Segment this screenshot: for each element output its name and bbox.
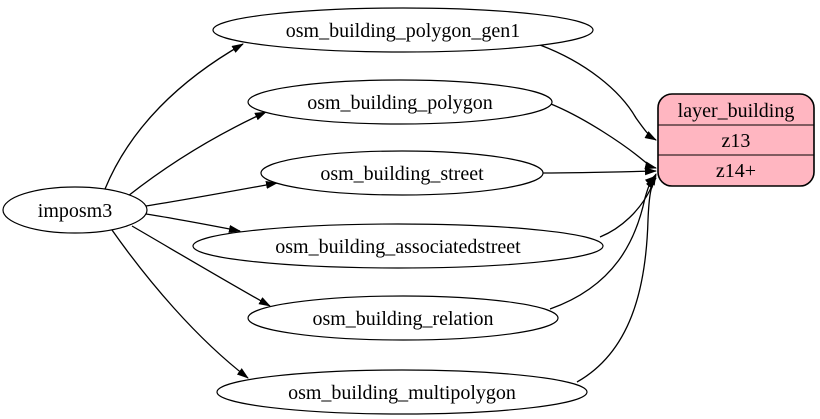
associatedstreet-label: osm_building_associatedstreet [275, 236, 521, 258]
polygon-gen1-label: osm_building_polygon_gen1 [286, 20, 520, 42]
layer-building-box [657, 93, 815, 187]
street-ellipse [260, 150, 544, 196]
edge-imposm3-to-polygon [127, 111, 267, 197]
node-osm-building-polygon: osm_building_polygon [247, 79, 553, 125]
edge-polygon-to-z14 [550, 103, 657, 170]
edges-to-layer [539, 44, 657, 383]
edge-polygon-gen1-to-z13 [539, 44, 657, 141]
polygon-gen1-ellipse [212, 7, 594, 53]
node-imposm3: imposm3 [2, 186, 148, 234]
layer-building-title: layer_building [678, 100, 795, 122]
node-osm-building-street: osm_building_street [260, 150, 544, 196]
edges-from-source [104, 43, 278, 379]
multipolygon-ellipse [216, 369, 588, 415]
edge-multipolygon-to-z14 [576, 177, 657, 383]
polygon-label: osm_building_polygon [307, 92, 493, 114]
edge-imposm3-to-polygon-gen1 [104, 43, 244, 190]
multipolygon-label: osm_building_multipolygon [288, 382, 516, 404]
node-osm-building-multipolygon: osm_building_multipolygon [216, 369, 588, 415]
edge-imposm3-to-associatedstreet [145, 213, 241, 233]
imposm3-ellipse [2, 186, 148, 234]
layer-row-z14: z14+ [716, 160, 756, 182]
node-osm-building-associatedstreet: osm_building_associatedstreet [192, 223, 604, 269]
edge-imposm3-to-multipolygon [111, 229, 249, 379]
relation-label: osm_building_relation [312, 308, 493, 330]
node-osm-building-polygon-gen1: osm_building_polygon_gen1 [212, 7, 594, 53]
edge-imposm3-to-relation [131, 225, 271, 307]
polygon-ellipse [247, 79, 553, 125]
node-layer-building: layer_building z13 z14+ [657, 93, 815, 187]
node-osm-building-relation: osm_building_relation [247, 295, 559, 341]
edge-imposm3-to-street [145, 181, 278, 207]
relation-ellipse [247, 295, 559, 341]
layer-row-z13: z13 [722, 130, 751, 152]
imposm3-label: imposm3 [38, 200, 112, 222]
edge-street-to-z14 [542, 167, 657, 176]
associatedstreet-ellipse [192, 223, 604, 269]
street-label: osm_building_street [320, 163, 484, 185]
